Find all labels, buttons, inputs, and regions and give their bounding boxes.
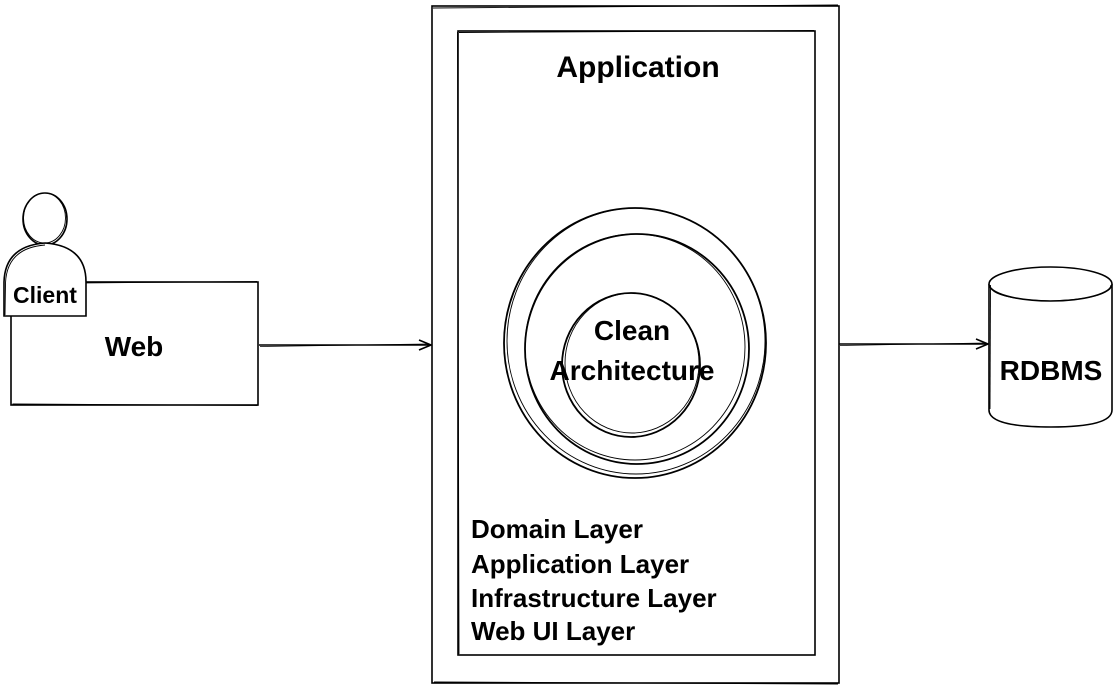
layer-list: Domain Layer Application Layer Infrastru…: [471, 514, 717, 646]
client-actor: Client: [3, 192, 87, 317]
clean-architecture-rings: Clean Architecture: [503, 207, 767, 479]
layer-item: Application Layer: [471, 549, 689, 579]
layer-item: Web UI Layer: [471, 616, 635, 646]
client-label: Client: [13, 282, 77, 308]
database-cylinder: RDBMS: [988, 266, 1113, 428]
core-label-line2: Architecture: [550, 355, 715, 386]
database-icon: [988, 266, 1113, 428]
web-label: Web: [105, 331, 164, 362]
arrow-web-to-application: [259, 339, 432, 351]
person-icon: [3, 192, 87, 317]
web-box: Web: [10, 281, 259, 406]
database-label: RDBMS: [1000, 355, 1103, 386]
arrow-application-to-database: [839, 338, 989, 350]
layer-item: Infrastructure Layer: [471, 583, 717, 613]
application-title: Application: [556, 51, 719, 84]
layer-item: Domain Layer: [471, 514, 643, 544]
core-label-line1: Clean: [594, 315, 670, 346]
